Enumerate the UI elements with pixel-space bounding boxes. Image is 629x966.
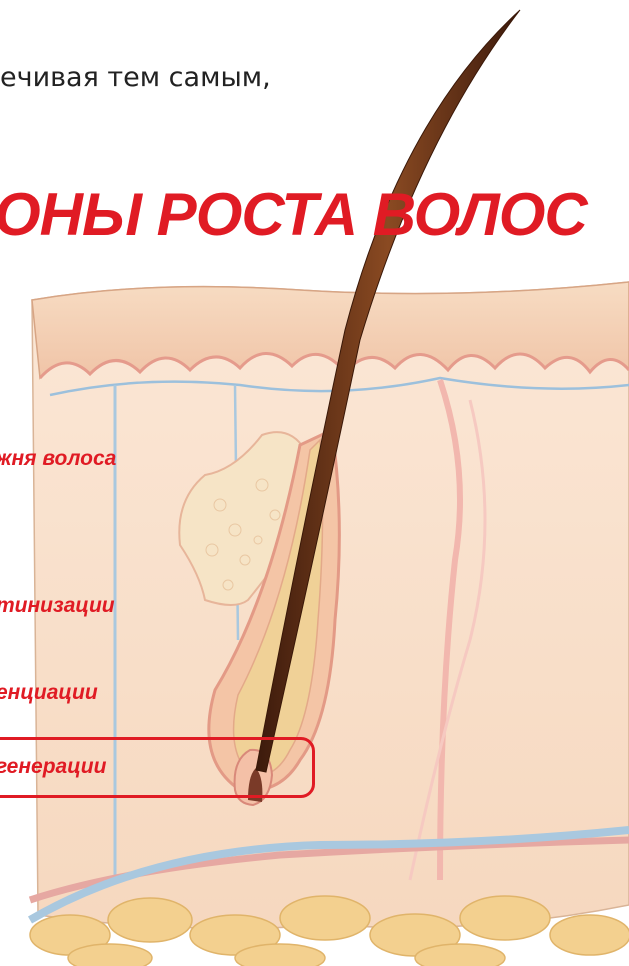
page-title: ОНЫ РОСТА ВОЛОС (0, 180, 587, 249)
subcutaneous-fat (30, 896, 629, 966)
zone-label-hair-shaft: жня волоса (0, 447, 116, 471)
zone-label-regeneration: генерации (0, 755, 106, 779)
zone-label-differentiation: енциации (0, 681, 98, 705)
zone-label-keratinization: тинизации (0, 594, 115, 618)
intro-text-fragment: ечивая тем самым, (0, 62, 420, 93)
